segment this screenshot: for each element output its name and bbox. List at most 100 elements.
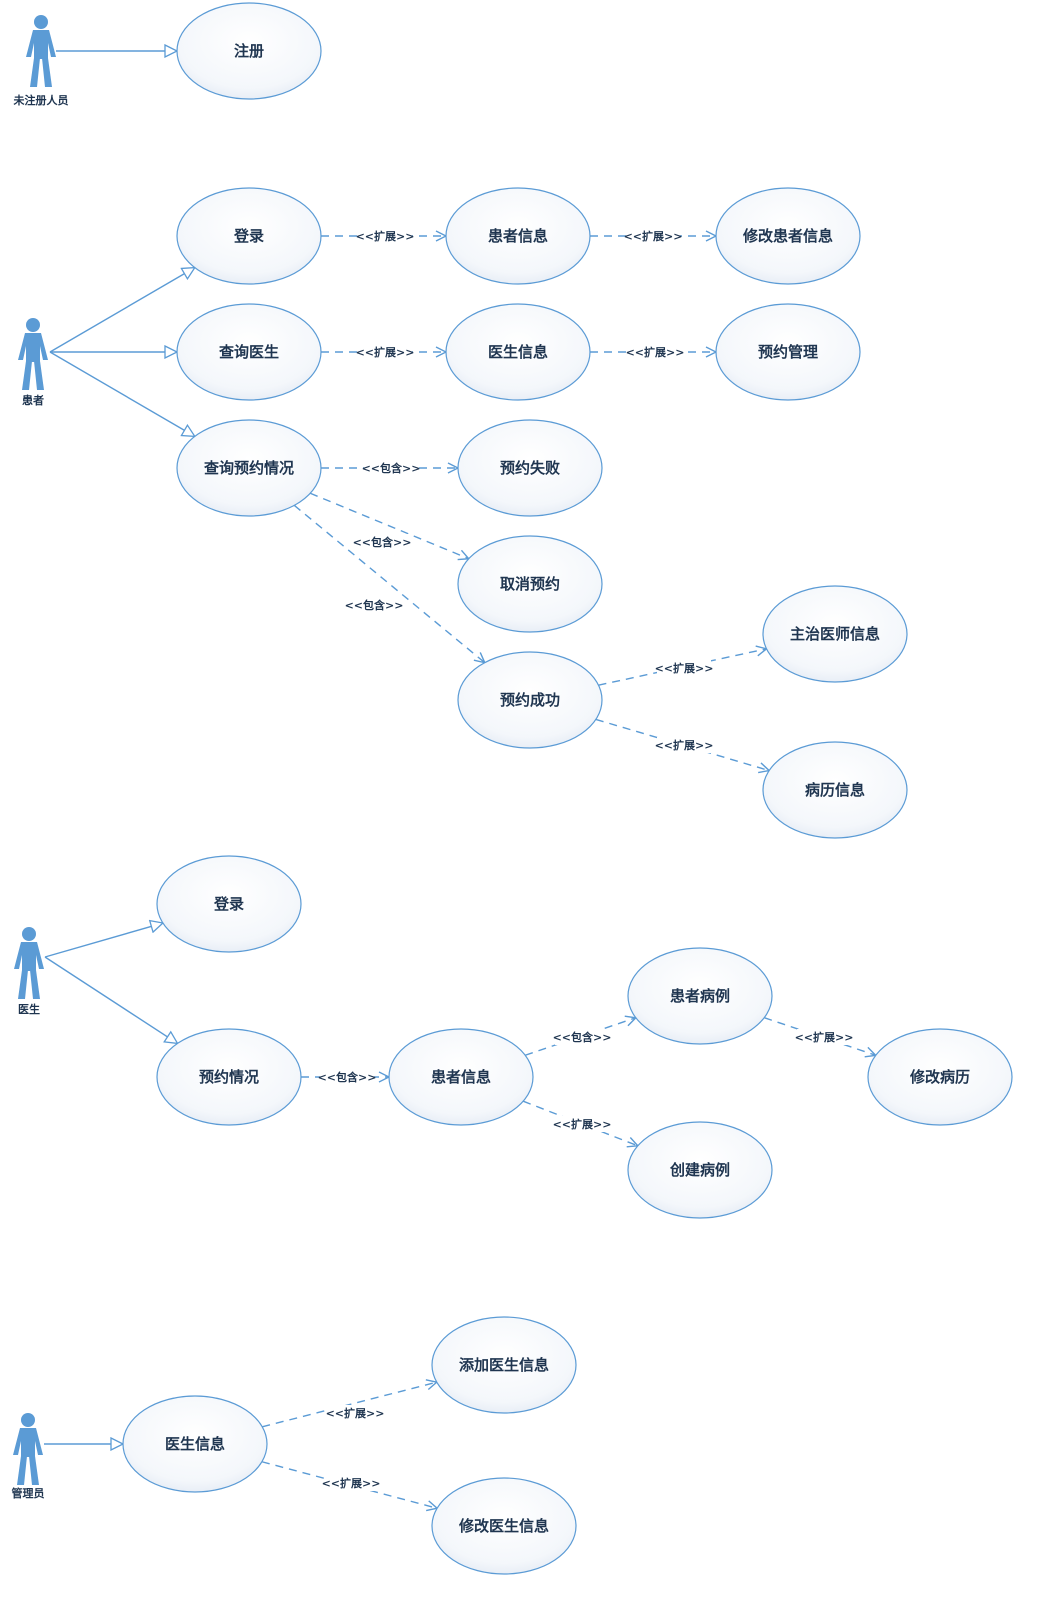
dependency-label: <<扩展>> xyxy=(655,660,714,676)
use-case-ellipse xyxy=(762,741,908,839)
association-a_doctor-u_d_login xyxy=(44,923,163,958)
dependency-label: <<扩展>> xyxy=(624,228,683,244)
association-a_doctor-u_d_appt xyxy=(44,956,178,1043)
actor-icon xyxy=(13,1413,43,1485)
use-case-ellipse xyxy=(176,2,322,100)
use-case-u_d_pinfo: 患者信息 xyxy=(388,1028,534,1126)
use-case-ellipse xyxy=(457,419,603,517)
stereotype-text: <<扩展>> xyxy=(624,229,683,243)
dependency-label: <<扩展>> xyxy=(322,1475,381,1491)
use-case-u_d_newcase: 创建病例 xyxy=(627,1121,773,1219)
dependency-u_query_appt-u_appt_ok xyxy=(293,504,485,662)
dependency-label: <<扩展>> xyxy=(795,1029,854,1045)
association-a_patient-u_query_appt xyxy=(49,351,195,436)
stereotype-text: <<包含>> xyxy=(353,535,412,549)
use-case-u_p_login: 登录 xyxy=(176,187,322,285)
use-case-ellipse xyxy=(445,187,591,285)
use-case-ellipse xyxy=(122,1395,268,1493)
use-case-label: 预约情况 xyxy=(199,1068,259,1086)
stereotype-text: <<包含>> xyxy=(318,1070,377,1084)
use-case-label: 患者信息 xyxy=(431,1068,491,1086)
use-case-u_attending: 主治医师信息 xyxy=(762,585,908,683)
actor-a_unreg: 未注册人员 xyxy=(13,15,69,107)
association-a_patient-u_p_login xyxy=(49,268,195,353)
use-case-u_a_add: 添加医生信息 xyxy=(431,1316,577,1414)
use-case-u_register: 注册 xyxy=(176,2,322,100)
use-case-ellipse xyxy=(867,1028,1013,1126)
use-case-label: 患者信息 xyxy=(488,227,548,245)
use-case-u_p_info: 患者信息 xyxy=(445,187,591,285)
use-case-ellipse xyxy=(762,585,908,683)
actor-icon xyxy=(14,927,44,999)
stereotype-text: <<扩展>> xyxy=(326,1406,385,1420)
use-case-label: 主治医师信息 xyxy=(790,625,880,643)
dependency-u_query_appt-u_cancel xyxy=(309,492,469,558)
use-case-label: 预约成功 xyxy=(500,691,560,709)
use-case-label: 医生信息 xyxy=(165,1435,225,1453)
use-case-ellipse xyxy=(457,535,603,633)
use-case-label: 患者病例 xyxy=(670,987,730,1005)
use-case-label: 医生信息 xyxy=(488,343,548,361)
use-case-u_query_appt: 查询预约情况 xyxy=(176,419,322,517)
stereotype-text: <<扩展>> xyxy=(356,345,415,359)
dependency-label: <<扩展>> xyxy=(655,737,714,753)
use-case-ellipse xyxy=(457,651,603,749)
use-case-label: 修改患者信息 xyxy=(742,227,833,245)
stereotype-text: <<扩展>> xyxy=(795,1030,854,1044)
stereotype-text: <<扩展>> xyxy=(655,661,714,675)
dependency-label: <<扩展>> xyxy=(356,228,415,244)
actor-label: 患者 xyxy=(22,393,44,407)
use-case-u_d_appt: 预约情况 xyxy=(156,1028,302,1126)
stereotype-text: <<扩展>> xyxy=(322,1476,381,1490)
use-case-ellipse xyxy=(627,1121,773,1219)
use-case-ellipse xyxy=(176,187,322,285)
use-case-label: 创建病例 xyxy=(669,1161,730,1179)
use-case-ellipse xyxy=(156,855,302,953)
use-case-label: 预约失败 xyxy=(500,459,560,477)
use-case-label: 查询预约情况 xyxy=(204,459,294,477)
use-case-ellipse xyxy=(431,1316,577,1414)
use-case-u_appt_fail: 预约失败 xyxy=(457,419,603,517)
use-case-label: 查询医生 xyxy=(219,343,279,361)
dependency-label: <<包含>> xyxy=(345,597,404,613)
use-case-ellipse xyxy=(627,947,773,1045)
use-case-label: 添加医生信息 xyxy=(459,1356,549,1374)
use-case-label: 登录 xyxy=(213,895,244,913)
use-case-ellipse xyxy=(431,1477,577,1575)
actor-label: 医生 xyxy=(18,1002,40,1016)
use-case-u_a_mod: 修改医生信息 xyxy=(431,1477,577,1575)
use-case-u_p_modify: 修改患者信息 xyxy=(715,187,861,285)
use-case-u_a_docinfo: 医生信息 xyxy=(122,1395,268,1493)
stereotype-text: <<扩展>> xyxy=(356,229,415,243)
stereotype-text: <<扩展>> xyxy=(626,345,685,359)
stereotype-text: <<包含>> xyxy=(345,598,404,612)
use-case-ellipse xyxy=(156,1028,302,1126)
use-case-u_doc_info: 医生信息 xyxy=(445,303,591,401)
dependency-label: <<包含>> xyxy=(318,1069,377,1085)
use-case-ellipse xyxy=(715,303,861,401)
stereotype-text: <<扩展>> xyxy=(655,738,714,752)
dependency-label: <<包含>> xyxy=(362,460,421,476)
use-case-ellipse xyxy=(176,419,322,517)
use-case-u_appt_ok: 预约成功 xyxy=(457,651,603,749)
dependency-label: <<扩展>> xyxy=(326,1405,385,1421)
dependency-label: <<包含>> xyxy=(553,1029,612,1045)
stereotype-text: <<包含>> xyxy=(553,1030,612,1044)
use-case-u_cancel: 取消预约 xyxy=(457,535,603,633)
use-case-label: 取消预约 xyxy=(500,575,560,593)
use-case-u_records: 病历信息 xyxy=(762,741,908,839)
stereotype-text: <<包含>> xyxy=(362,461,421,475)
actor-label: 管理员 xyxy=(12,1486,45,1500)
dependency-label: <<扩展>> xyxy=(626,344,685,360)
use-case-label: 预约管理 xyxy=(758,343,818,361)
actor-a_admin: 管理员 xyxy=(12,1413,45,1500)
use-case-u_appt_mgmt: 预约管理 xyxy=(715,303,861,401)
use-case-ellipse xyxy=(715,187,861,285)
actor-icon xyxy=(18,318,48,390)
stereotype-text: <<扩展>> xyxy=(553,1117,612,1131)
dependency-label: <<扩展>> xyxy=(553,1116,612,1132)
use-case-u_d_modcase: 修改病历 xyxy=(867,1028,1013,1126)
actor-label: 未注册人员 xyxy=(13,93,69,107)
use-case-ellipse xyxy=(445,303,591,401)
